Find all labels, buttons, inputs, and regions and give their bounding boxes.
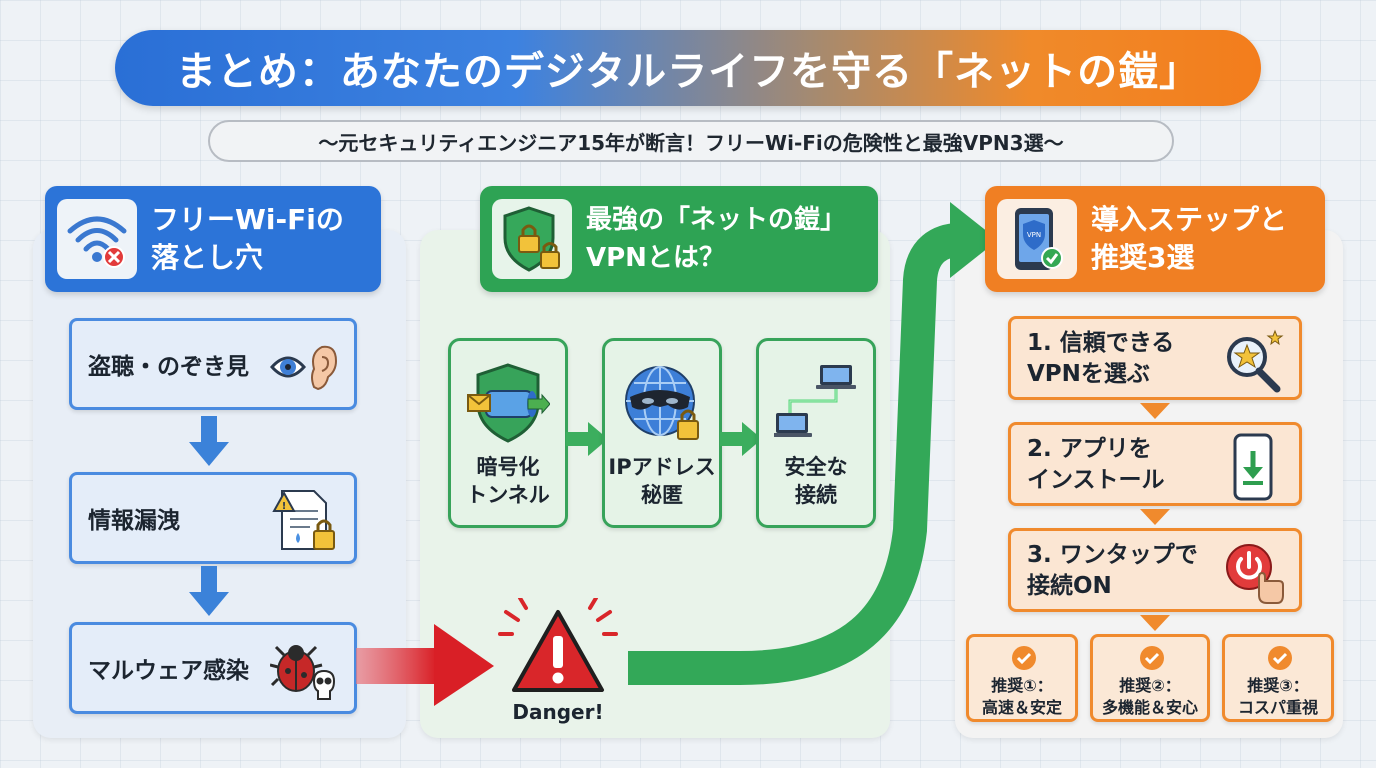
setup-step-label: 2. アプリを インストール	[1027, 436, 1165, 493]
phone-download-icon	[1233, 433, 1273, 501]
check-icon	[1268, 646, 1292, 670]
eye-ear-icon	[270, 345, 338, 391]
red-danger-arrow	[356, 624, 494, 706]
vpn-feature-card-1: 暗号化 トンネル	[448, 338, 568, 528]
right-heading-text: 導入ステップと 推奨3選	[1091, 203, 1288, 274]
setup-step-label: 1. 信頼できる VPNを選ぶ	[1027, 330, 1175, 387]
bug-skull-icon	[270, 645, 336, 700]
danger-warning-icon	[498, 598, 618, 692]
recommendation-label: 推奨①： 高速＆安定	[981, 676, 1062, 717]
left-step-3: マルウェア感染	[69, 622, 357, 714]
recommendation-3: 推奨③： コスパ重視	[1222, 634, 1334, 722]
right-arrow	[720, 422, 762, 456]
left-heading: フリーWi-Fiの 落とし穴	[45, 186, 381, 292]
step-connector	[1140, 509, 1170, 525]
encrypted-tunnel-icon	[467, 363, 550, 443]
left-step-label: 盗聴・のぞき見	[88, 354, 249, 380]
vpn-feature-card-2: IPアドレス 秘匿	[602, 338, 722, 528]
right-arrow	[566, 422, 608, 456]
vpn-feature-card-3: 安全な 接続	[756, 338, 876, 528]
vpn-feature-label: IPアドレス 秘匿	[608, 455, 716, 507]
setup-step-3: 3. ワンタップで 接続ON	[1008, 528, 1302, 612]
vpn-phone-icon: VPN	[997, 199, 1077, 279]
danger-label: Danger!	[512, 700, 604, 724]
title-banner: まとめ：あなたのデジタルライフを守る「ネットの鎧」	[115, 30, 1261, 106]
masked-globe-icon	[625, 366, 699, 440]
svg-text:VPN: VPN	[1027, 231, 1041, 239]
left-heading-text: フリーWi-Fiの 落とし穴	[151, 203, 344, 274]
check-icon	[1140, 646, 1164, 670]
page-title: まとめ：あなたのデジタルライフを守る「ネットの鎧」	[175, 49, 1201, 95]
setup-step-2: 2. アプリを インストール	[1008, 422, 1302, 506]
subtitle-pill: 〜元セキュリティエンジニア15年が断言！フリーWi-Fiの危険性と最強VPN3選…	[208, 120, 1174, 162]
left-step-label: マルウェア感染	[88, 658, 249, 684]
left-step-2: 情報漏洩 !	[69, 472, 357, 564]
document-lock-icon: !	[272, 490, 335, 550]
recommendation-label: 推奨②： 多機能＆安心	[1101, 676, 1198, 717]
right-heading: VPN 導入ステップと 推奨3選	[985, 186, 1325, 292]
step-connector	[1140, 403, 1170, 419]
step-connector	[1140, 615, 1170, 631]
power-tap-icon	[1226, 544, 1284, 604]
down-arrow	[189, 416, 229, 466]
green-flow-arrow	[628, 202, 998, 685]
down-arrow	[189, 566, 229, 616]
check-icon	[1012, 646, 1036, 670]
page-subtitle: 〜元セキュリティエンジニア15年が断言！フリーWi-Fiの危険性と最強VPN3選…	[318, 130, 1064, 155]
recommendation-1: 推奨①： 高速＆安定	[966, 634, 1078, 722]
setup-step-label: 3. ワンタップで 接続ON	[1027, 542, 1198, 599]
search-star-icon	[1227, 329, 1284, 393]
recommendation-label: 推奨③： コスパ重視	[1237, 676, 1318, 717]
left-step-label: 情報漏洩	[88, 508, 180, 534]
middle-heading-text: 最強の「ネットの鎧」 VPNとは？	[586, 205, 847, 273]
svg-text:!: !	[282, 501, 287, 512]
middle-heading: 最強の「ネットの鎧」 VPNとは？	[480, 186, 878, 292]
left-step-1: 盗聴・のぞき見	[69, 318, 357, 410]
shield-lock-icon	[492, 199, 572, 279]
vpn-feature-label: 暗号化 トンネル	[466, 455, 550, 507]
wifi-warning-icon	[57, 199, 137, 279]
vpn-feature-label: 安全な 接続	[784, 455, 848, 507]
connected-laptops-icon	[774, 365, 856, 437]
setup-step-1: 1. 信頼できる VPNを選ぶ	[1008, 316, 1302, 400]
recommendation-2: 推奨②： 多機能＆安心	[1090, 634, 1210, 722]
